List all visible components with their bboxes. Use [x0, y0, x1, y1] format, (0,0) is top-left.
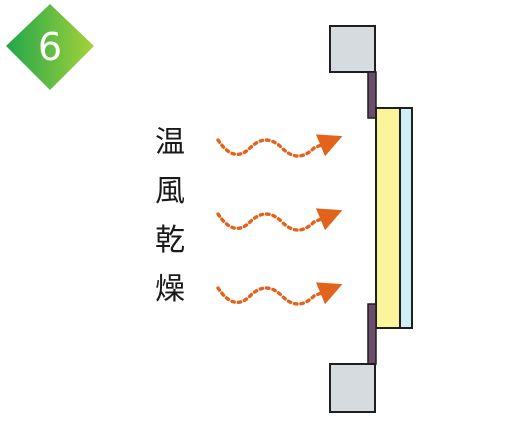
label-char: 燥 [155, 272, 185, 307]
label-char: 乾 [155, 223, 185, 258]
label-char: 風 [155, 174, 185, 209]
frame-bottom [329, 363, 376, 413]
gasket-bottom [367, 303, 377, 365]
frame-top [329, 25, 376, 73]
step-badge: 6 [6, 4, 94, 90]
label-char: 温 [155, 125, 185, 160]
warm-air-drying-label: 温 風 乾 燥 [148, 118, 192, 314]
warm-air-arrow [216, 134, 343, 158]
coating-layer [375, 107, 401, 329]
step-number: 6 [38, 25, 62, 69]
glass-pane [399, 107, 413, 329]
warm-air-arrows [216, 134, 343, 306]
gasket-top [367, 71, 377, 119]
warm-air-arrow [216, 282, 343, 306]
step-badge-diamond [6, 4, 94, 90]
warm-air-arrow [216, 208, 343, 232]
